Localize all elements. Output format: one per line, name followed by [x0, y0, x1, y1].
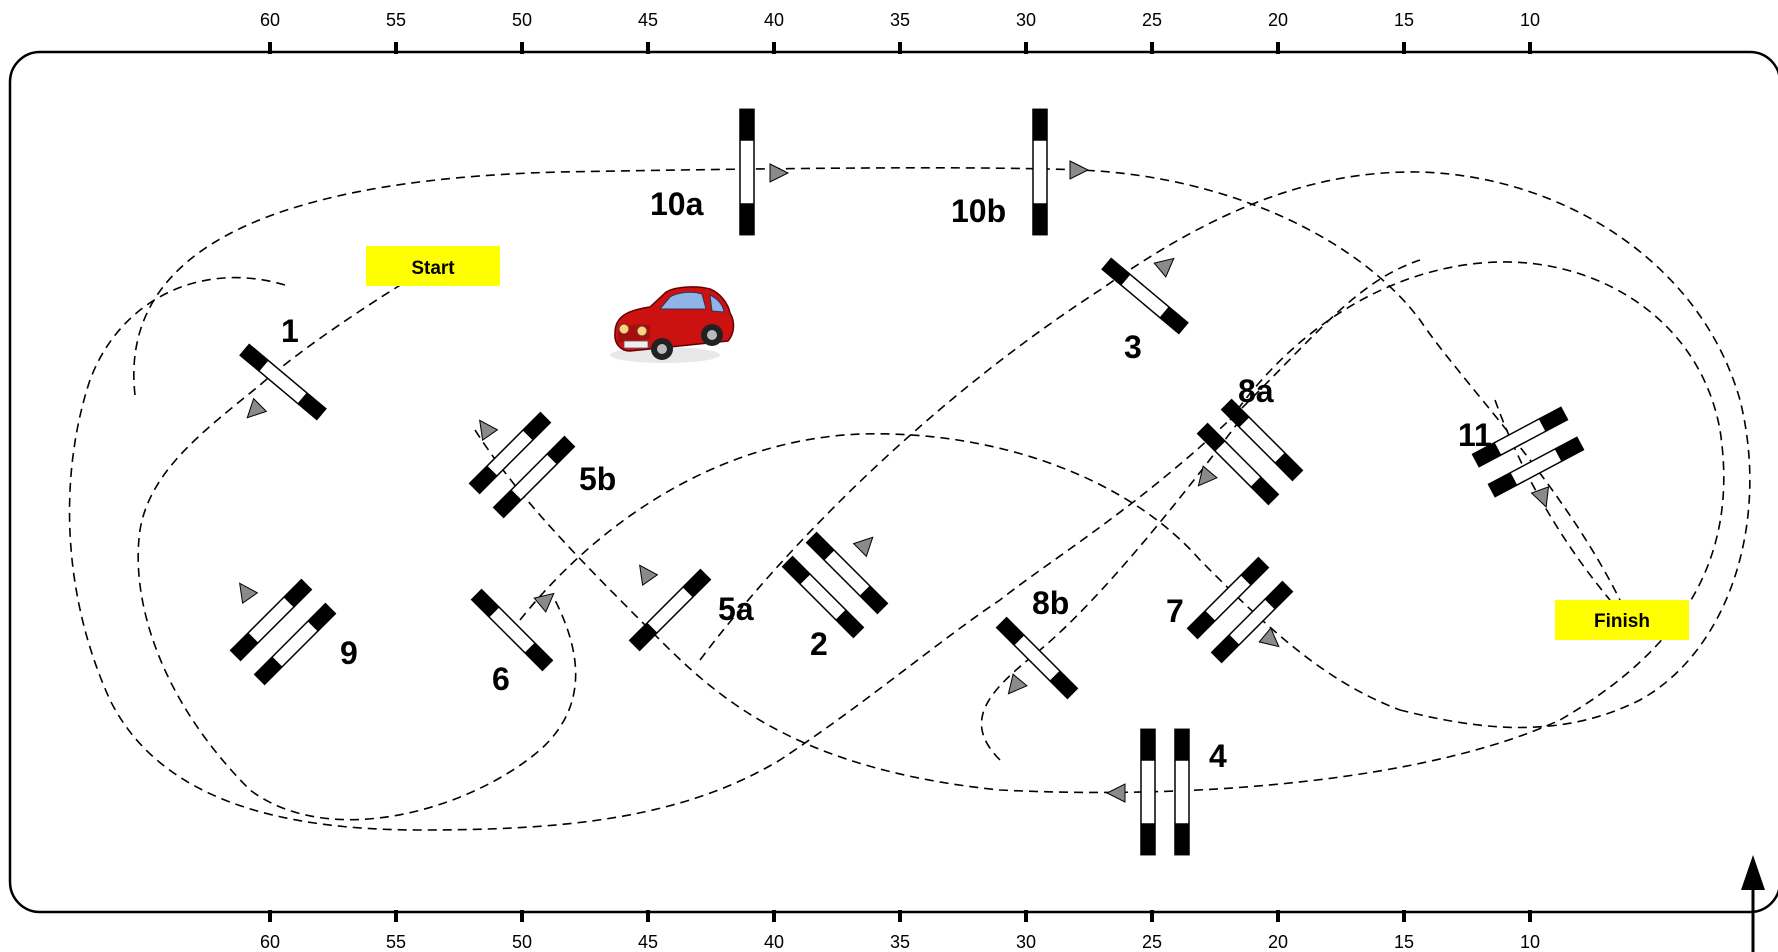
gate-label-9: 9 [340, 635, 358, 671]
gate-label-8b: 8b [1032, 585, 1069, 621]
gate-label-3: 3 [1124, 329, 1142, 365]
gate-2 [783, 533, 888, 638]
top-scale-label: 40 [764, 10, 784, 30]
gate-label-2: 2 [810, 626, 828, 662]
bottom-scale-label: 45 [638, 932, 658, 952]
gate-label-6: 6 [492, 661, 510, 697]
top-scale-label: 50 [512, 10, 532, 30]
svg-text:Start: Start [411, 258, 455, 279]
gate-10b [1032, 108, 1048, 236]
arena-boundary [8, 50, 1778, 914]
top-scale-label: 25 [1142, 10, 1162, 30]
driving-paths [68, 167, 1751, 831]
bottom-scale-label: 30 [1016, 932, 1036, 952]
gate-label-5a: 5a [718, 591, 754, 627]
north-arrow-icon [1741, 855, 1765, 952]
start-tag: Start [366, 246, 500, 286]
gate-label-10a: 10a [650, 186, 704, 222]
bottom-scale-label: 15 [1394, 932, 1414, 952]
bottom-scale-label: 25 [1142, 932, 1162, 952]
top-scale: 60 55 50 45 40 35 30 25 20 15 10 [260, 10, 1540, 54]
gate-label-4: 4 [1209, 738, 1227, 774]
top-scale-label: 60 [260, 10, 280, 30]
gate-label-8a: 8a [1238, 373, 1274, 409]
gate-8b [995, 616, 1079, 700]
bottom-scale-label: 60 [260, 932, 280, 952]
bottom-scale-label: 40 [764, 932, 784, 952]
top-scale-label: 30 [1016, 10, 1036, 30]
bottom-scale-label: 55 [386, 932, 406, 952]
finish-tag: Finish [1555, 600, 1689, 640]
bottom-scale-label: 50 [512, 932, 532, 952]
top-scale-label: 55 [386, 10, 406, 30]
bottom-scale-label: 10 [1520, 932, 1540, 952]
gate-7 [1188, 558, 1293, 663]
bottom-scale-label: 20 [1268, 932, 1288, 952]
gate-3 [1101, 257, 1189, 335]
car-icon [610, 286, 735, 363]
direction-arrows [239, 160, 1550, 803]
gate-label-7: 7 [1166, 593, 1184, 629]
top-scale-label: 45 [638, 10, 658, 30]
gate-label-10b: 10b [951, 193, 1006, 229]
gate-label-5b: 5b [579, 461, 616, 497]
svg-text:Finish: Finish [1594, 611, 1650, 632]
bottom-scale: 60 55 50 45 40 35 30 25 20 15 10 [260, 910, 1540, 952]
top-scale-label: 10 [1520, 10, 1540, 30]
bottom-scale-label: 35 [890, 932, 910, 952]
top-scale-label: 35 [890, 10, 910, 30]
gate-8a [1198, 400, 1303, 505]
top-scale-label: 20 [1268, 10, 1288, 30]
top-scale-label: 15 [1394, 10, 1414, 30]
gate-label-1: 1 [281, 313, 299, 349]
gate-label-11: 11 [1458, 417, 1492, 453]
gate-10a [739, 108, 755, 236]
